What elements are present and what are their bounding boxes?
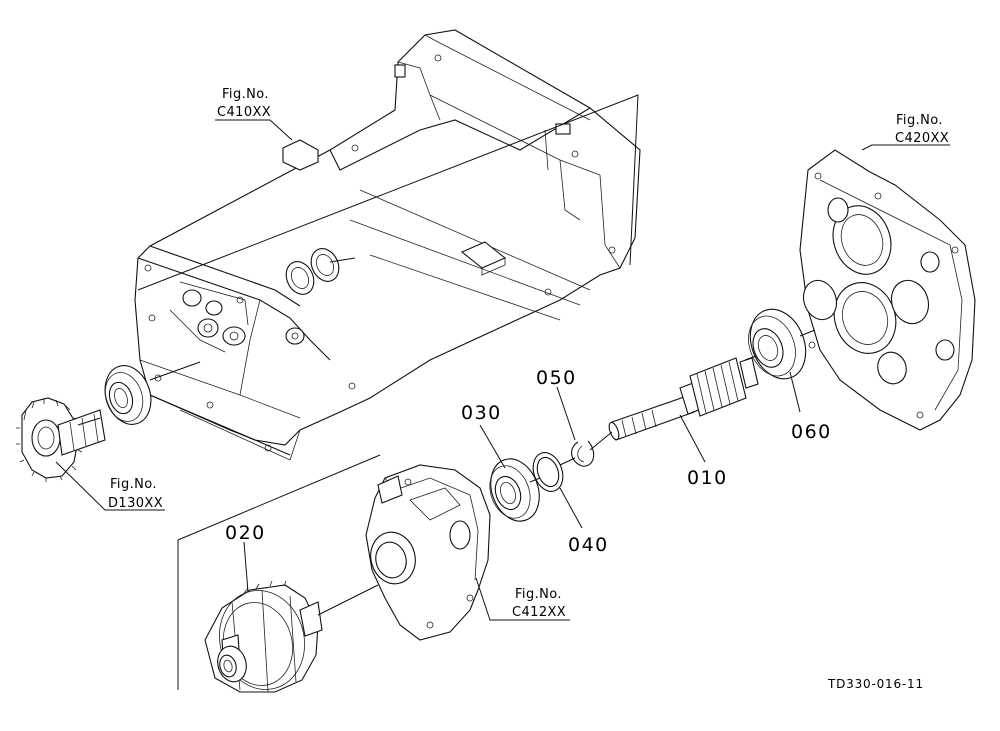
drawing-id: TD330-016-11 <box>827 677 924 691</box>
part-label-060: 060 <box>791 421 832 443</box>
differential-assembly-020 <box>204 580 323 693</box>
fig-ref-caption: Fig.No. <box>896 113 943 128</box>
fig-ref-c412xx: Fig.No. C412XX <box>512 587 566 620</box>
pinion-shaft-010 <box>608 357 759 441</box>
fig-ref-code: D130XX <box>108 496 163 511</box>
fig-ref-d130xx: Fig.No. D130XX <box>108 477 163 511</box>
ball-bearing-030 <box>489 458 540 522</box>
ball-bearing-left <box>104 365 152 425</box>
input-gear <box>16 397 106 482</box>
fig-ref-c410xx: Fig.No. C410XX <box>217 87 271 120</box>
label-leader-lines <box>55 119 950 621</box>
part-label-050: 050 <box>536 367 577 389</box>
bearing-housing <box>365 464 491 641</box>
assembly-boundary-lines <box>137 94 639 690</box>
part-label-010: 010 <box>687 467 728 489</box>
part-label-030: 030 <box>461 402 502 424</box>
ball-bearing-060 <box>748 308 807 380</box>
fig-ref-code: C420XX <box>895 131 949 146</box>
fig-ref-code: C410XX <box>217 105 271 120</box>
fig-ref-code: C412XX <box>512 605 566 620</box>
end-cover-plate <box>799 149 976 431</box>
transmission-case <box>134 29 641 461</box>
snap-ring-050 <box>571 440 595 467</box>
center-axis-lines <box>77 257 816 616</box>
part-label-020: 020 <box>225 522 266 544</box>
fig-ref-caption: Fig.No. <box>515 587 562 602</box>
fig-ref-caption: Fig.No. <box>110 477 157 492</box>
shim-040 <box>532 452 564 492</box>
fig-ref-caption: Fig.No. <box>222 87 269 102</box>
fig-ref-c420xx: Fig.No. C420XX <box>895 113 949 146</box>
part-label-040: 040 <box>568 534 609 556</box>
